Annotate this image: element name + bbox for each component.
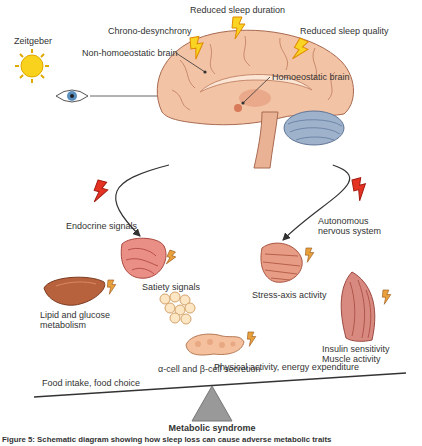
sun-icon [21,55,43,77]
organ-node: Lipid and glucose metabolism [28,270,128,338]
annotation-label: Metabolic syndrome [162,423,262,433]
gut-loops [126,248,158,274]
lightning-bolt [91,180,109,205]
muscle-fibres [350,280,371,338]
hypothalamus [234,104,242,112]
organ-node: Satiety signals [115,236,210,328]
pancreas-lobules [195,339,236,348]
lightning-bolt [382,290,390,304]
annotation-label: Food intake, food choice [42,378,140,388]
cerebellum-folia [288,120,342,140]
node-label: Insulin sensitivity Muscle activity [322,344,406,364]
lightning-bolt [305,248,313,262]
lightning-bolt [232,17,245,39]
annotation-label: Reduced sleep duration [190,5,285,15]
node-label: Homoeostatic brain [272,72,350,82]
organ-node: Non-homoeostatic brainHomoeostatic brain [148,30,358,165]
annotation-label: Chrono-desynchrony [108,26,192,36]
organ-node: Insulin sensitivity Muscle activity [312,268,412,368]
adrenal-stripes [263,254,300,280]
pancreas-icon [186,334,244,355]
figure-caption: Figure 5: Schematic diagram showing how … [2,435,331,445]
node-label: Stress-axis activity [252,290,327,300]
leader-dot [241,101,244,104]
leader-line [176,53,270,103]
liver-icon [44,277,105,305]
balance-fulcrum [192,386,232,421]
liver-highlight [56,282,96,286]
fat-cells [160,292,195,324]
lightning-bolt [107,280,115,294]
brainstem [254,112,278,168]
lightning-bolt [164,250,177,266]
balance-beam [34,373,406,397]
edge-label: Autonomous nervous system [318,216,388,236]
eye-icon [56,90,88,102]
leader-dot [203,70,206,73]
muscle-icon [341,272,375,341]
node-label: Non-homoeostatic brain [82,48,178,58]
eye-pupil [70,94,74,98]
annotation-label: Reduced sleep quality [300,26,389,36]
edge-label: Endocrine signals [66,221,137,231]
node-label: Satiety signals [142,282,200,292]
lightning-bolt [189,36,206,60]
brain-cerebrum [157,30,353,125]
lightning-bolt [351,177,369,202]
node-label: Lipid and glucose metabolism [40,310,120,330]
cerebellum [284,111,344,145]
adrenal-icon [261,243,302,282]
annotation-label: Zeitgeber [14,36,52,46]
light-pathway [90,96,160,97]
gut-icon [121,238,166,278]
lightning-bolt [247,332,255,346]
eye-iris [67,91,77,101]
lightning-bolt [290,38,311,63]
annotation-label: Physical activity, energy expenditure [214,362,359,372]
sun-rays [15,49,49,83]
organ-node: Stress-axis activity [238,240,348,300]
